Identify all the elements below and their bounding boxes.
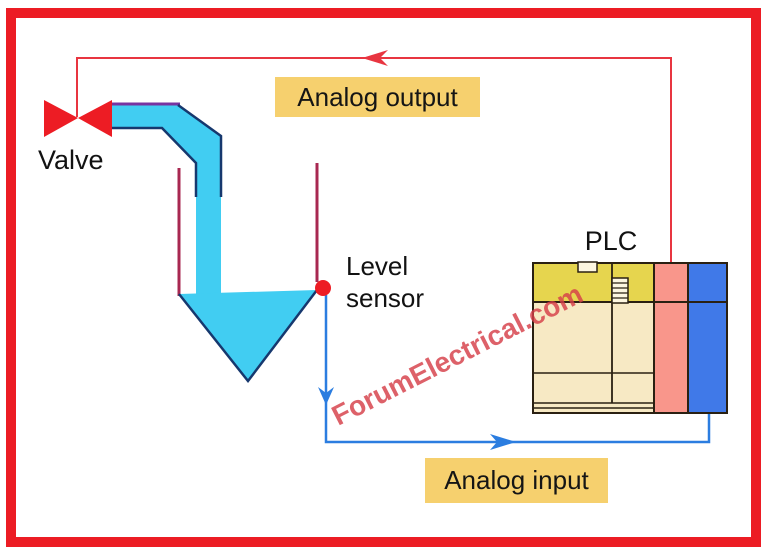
analog-output-label-text: Analog output (297, 81, 458, 112)
plc-vent-ladder (611, 277, 629, 304)
analog-input-arrow-right-icon (490, 434, 516, 450)
valve-icon (78, 100, 112, 137)
plc-label: PLC (584, 226, 638, 256)
analog-output-arrow-left-icon (362, 50, 388, 66)
pipe-outline-top (177, 103, 223, 197)
level-sensor-label: Level sensor (346, 250, 424, 314)
analog-input-line (324, 295, 711, 444)
plc-analog-input-module (687, 262, 728, 414)
plc-unit (532, 261, 728, 414)
tank-liquid (179, 290, 317, 381)
level-sensor-label-line2: sensor (346, 283, 425, 313)
pipe (108, 105, 221, 295)
valve-icon (44, 100, 78, 137)
plc-top-notch (577, 261, 598, 273)
analog-input-label: Analog input (425, 458, 608, 503)
plc-vent-ladder-rungs (612, 282, 628, 299)
plc-cpu-slot-lines (533, 372, 654, 409)
tank-bottom-outline (178, 289, 318, 384)
valve-label: Valve (38, 145, 104, 175)
analog-output-label: Analog output (275, 77, 480, 117)
analog-input-label-text: Analog input (444, 465, 589, 495)
level-sensor-dot (315, 280, 331, 296)
level-sensor-label-line1: Level (346, 251, 409, 281)
pipe-outline-bottom (108, 126, 198, 197)
analog-input-arrow-down-icon (318, 387, 334, 405)
plc-analog-output-module (653, 262, 689, 414)
